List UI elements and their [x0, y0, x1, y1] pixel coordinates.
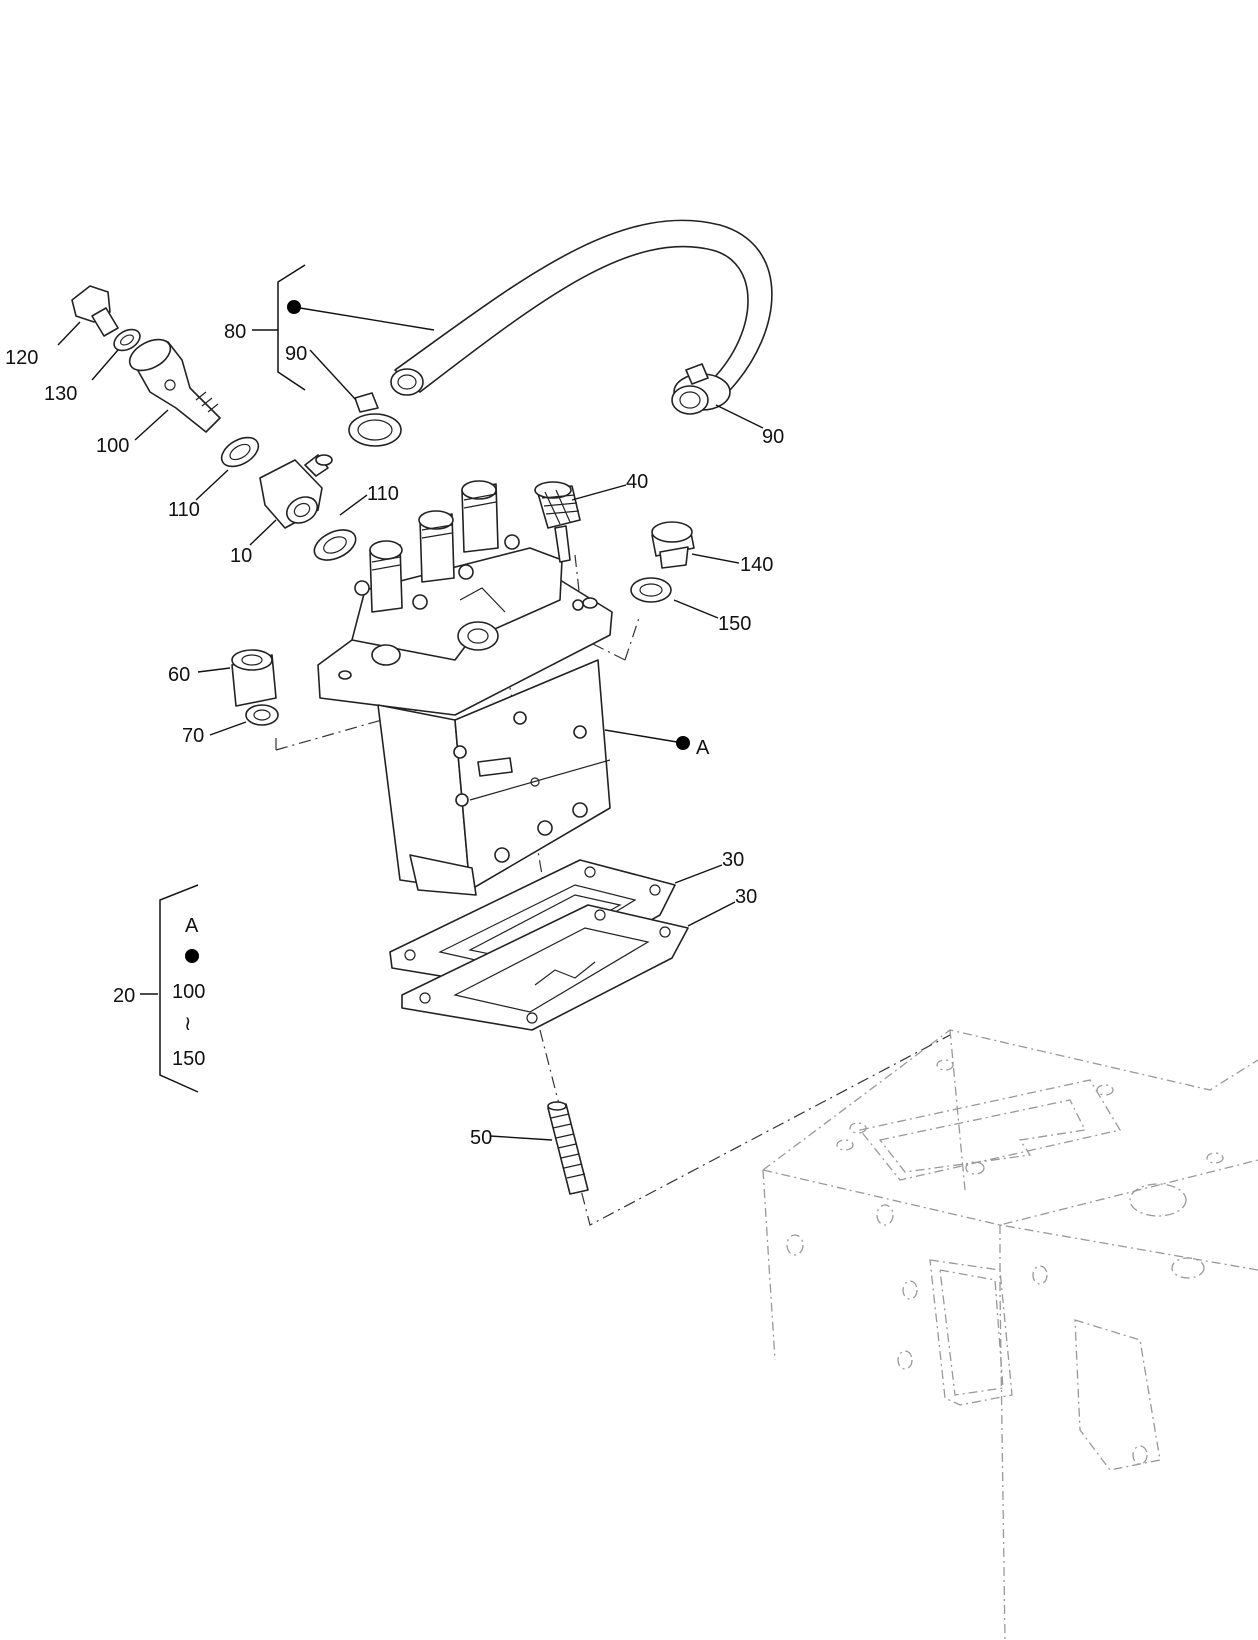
fuel-hose — [390, 219, 773, 396]
bracket-20 — [159, 884, 199, 1093]
legend-dot — [185, 949, 199, 963]
callout-100: 100 — [96, 435, 129, 457]
callout-30-lower: 30 — [735, 886, 757, 908]
callout-90-right: 90 — [762, 426, 784, 448]
bracket-80-90 — [277, 264, 306, 391]
washer-70 — [245, 704, 279, 726]
callout-130: 130 — [44, 383, 77, 405]
callout-120: 120 — [5, 347, 38, 369]
legend-range-end: 150 — [172, 1048, 205, 1070]
air-bleed-screw-40 — [534, 481, 581, 563]
callout-80: 80 — [224, 321, 246, 343]
plug-140 — [651, 521, 695, 569]
banjo-fitting-100 — [128, 338, 221, 433]
callout-30-upper: 30 — [722, 849, 744, 871]
callout-110-left: 110 — [168, 499, 200, 521]
spacer-60 — [231, 649, 277, 707]
banjo-bolt-120 — [71, 285, 119, 337]
callout-140: 140 — [740, 554, 773, 576]
callout-110-right: 110 — [367, 483, 399, 505]
hose-clamp-right — [671, 363, 731, 415]
stud-50 — [547, 1101, 589, 1195]
washer-110-right — [313, 529, 357, 561]
callout-70: 70 — [182, 725, 204, 747]
callout-a: A — [696, 737, 710, 759]
injection-pump-body — [317, 480, 613, 896]
callout-150: 150 — [718, 613, 751, 635]
callout-60: 60 — [168, 664, 190, 686]
hose-clamp-left — [348, 392, 402, 447]
leader-lines — [57, 306, 764, 1141]
callout-90-left: 90 — [285, 343, 307, 365]
fitting-10 — [259, 454, 333, 529]
callout-20: 20 — [113, 985, 135, 1007]
callout-dot-80 — [287, 300, 301, 314]
engine-block-outline — [762, 1029, 1258, 1640]
washer-110-left — [220, 436, 260, 468]
legend-label-a: A — [185, 915, 199, 937]
callout-40: 40 — [626, 471, 648, 493]
callout-10: 10 — [230, 545, 252, 567]
legend-range-sep: ≀ — [184, 1013, 192, 1035]
gasket-30-lower — [401, 904, 689, 1031]
washer-150 — [630, 577, 672, 603]
washer-130 — [113, 328, 141, 352]
callout-dot-a — [676, 736, 690, 750]
callout-50: 50 — [470, 1127, 492, 1149]
legend-range-start: 100 — [172, 981, 205, 1003]
